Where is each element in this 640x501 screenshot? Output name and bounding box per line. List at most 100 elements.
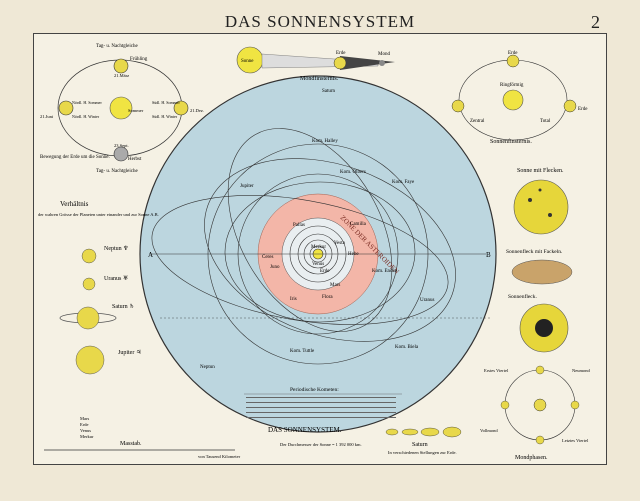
orbit-label-erde: Erde: [320, 269, 330, 274]
seasons-motion-caption: Bewegung der Erde um die Sonne.: [40, 155, 110, 160]
comet-label-tuttle: Kom. Tuttle: [290, 349, 315, 354]
saturn-rings-subcaption: In verschiedenen Stellungen zur Erde.: [388, 450, 457, 455]
orbit-label-ceres: Ceres: [262, 255, 273, 260]
saturn-label: Saturn ♄: [112, 303, 135, 310]
solar-earth-top-label: Erde: [508, 51, 518, 56]
uranus-label: Uranus ♅: [104, 275, 128, 282]
sunspot-faculae-image: [511, 259, 573, 285]
solar-earth-right-label: Erde: [578, 107, 588, 112]
seasons-summer: Sommer: [128, 108, 144, 113]
orbit-label-pallas: Pallas: [293, 223, 305, 228]
size-subheading: der wahren Grösse der Planeten unter ein…: [38, 212, 159, 217]
seasons-north-winter: Nördl. H. Sommer: [72, 100, 102, 105]
moon-phases-caption: Mondphasen.: [515, 455, 548, 461]
orbit-label-hebe: Hebe: [348, 252, 359, 257]
seasons-south-label: Südl. H. Sommer: [152, 100, 180, 105]
moon-full: Vollmond: [480, 428, 498, 433]
comet-footer-title: DAS SONNENSYSTEM.: [268, 426, 342, 434]
sun-with-spots: [513, 179, 569, 235]
seasons-south-winter: Südl. H. Winter: [152, 114, 178, 119]
jupiter-label: Jupiter ♃: [118, 349, 141, 356]
orbit-label-camilla: Camilla: [350, 222, 367, 227]
eclipse-earth: [333, 56, 347, 70]
moon-phase-1: [535, 365, 545, 375]
solar-sun: [502, 89, 524, 111]
axis-b-label: B: [486, 251, 491, 259]
moon-phases-earth: [533, 398, 547, 412]
comet-table-rows: [246, 397, 396, 418]
moon-last-quarter: Letztes Viertel: [562, 438, 589, 443]
lunar-eclipse-caption: Mondfinsternis.: [300, 75, 339, 82]
orbit-label-iris: Iris: [290, 297, 297, 302]
orbit-label-juno: Juno: [270, 265, 280, 270]
earth-left: [58, 100, 74, 116]
comet-label-biela: Kom. Biela: [395, 345, 419, 350]
moon-phase-4: [500, 400, 510, 410]
moon-first-quarter: Erstes Viertel: [484, 368, 509, 373]
comet-label-halley: Kom. Halley: [312, 139, 338, 144]
orbit-label-flora: Flora: [322, 295, 333, 300]
comet-label-olbers: Kom. Olbers: [340, 170, 366, 175]
earth-shadow: [340, 56, 395, 70]
orbit-label-mars: Mars: [330, 283, 340, 288]
moon-new: Neumond: [572, 368, 590, 373]
neptune-disc: [81, 248, 97, 264]
sunspot-1: [528, 198, 532, 202]
earth-autumn: [113, 146, 129, 162]
scale-unit: von Tausend Kilometer: [198, 454, 241, 459]
jupiter-disc: [75, 345, 105, 375]
seasons-spring-date: 21.März: [114, 73, 129, 78]
comet-label-faye: Kom. Faye: [392, 180, 415, 185]
size-heading: Verhältnis: [60, 200, 89, 208]
orbit-label-jupiter: Jupiter: [240, 184, 254, 189]
solar-total-label: Total: [540, 119, 551, 124]
solar-earth-left: [451, 99, 465, 113]
solar-eclipse-caption: Sonnenfinsternis.: [490, 138, 532, 145]
lunar-moon-label: Mond: [378, 52, 390, 57]
axis-a-label: A: [148, 251, 153, 259]
solar-central-label: Zentral: [470, 119, 485, 124]
planet-orbits: [151, 128, 456, 365]
seasons-autumn-date: 23.Sept.: [114, 143, 129, 148]
earth-spring: [113, 58, 129, 74]
seasons-autumn: Herbst: [128, 157, 142, 162]
scale-planet-merkur: Merkur: [80, 434, 94, 439]
orbit-label-neptun: Neptun: [200, 365, 215, 370]
page-title: DAS SONNENSYSTEM: [224, 12, 416, 31]
orbit-label-saturn: Saturn: [322, 89, 336, 94]
page-number: 2: [591, 12, 600, 32]
solar-earth-right: [563, 99, 577, 113]
seasons-north-summer: Nördl. H. Winter: [72, 114, 100, 119]
seasons-bottom-label: Tag- u. Nachtgleiche: [96, 169, 138, 174]
lunar-sun-label: Sonne: [241, 59, 254, 64]
saturn-ring-positions: [385, 426, 462, 438]
seasons-summer-date: 21.Juni: [40, 114, 54, 119]
uranus-disc: [82, 277, 96, 291]
scale-planet-mars: Mars: [80, 416, 89, 421]
sunspot-label: Sonnenfleck.: [508, 293, 537, 300]
scale-planet-erde: Erde: [80, 422, 89, 427]
seasons-winter-date: 21.Dez.: [190, 108, 204, 113]
scale-planet-venus: Venus: [80, 428, 91, 433]
scale-caption: Masstab.: [120, 441, 142, 447]
eclipse-moon: [379, 60, 385, 66]
sunspot-3: [538, 188, 542, 192]
solar-ring-label: Ringförmig: [500, 83, 524, 88]
solar-earth-top: [506, 54, 520, 68]
neptune-label: Neptun ♆: [104, 245, 129, 252]
sunspot-umbra: [535, 319, 553, 337]
orbit-label-merkur: Merkur: [311, 245, 326, 250]
seasons-top-label: Tag- u. Nachtgleiche: [96, 44, 138, 49]
orbit-label-venus: Venus: [312, 262, 324, 267]
lunar-earth-label: Erde: [336, 51, 346, 56]
sunspot-faculae-label: Sonnenfleck mit Fackeln.: [506, 248, 563, 255]
earth-right: [173, 100, 189, 116]
saturn-rings-caption: Saturn: [412, 442, 428, 448]
sunspot-2: [548, 213, 552, 217]
saturn-disc: [76, 306, 100, 330]
seasons-sun: [109, 96, 133, 120]
comet-label-encke: Kom. Encke: [372, 269, 398, 274]
moon-phase-2: [570, 400, 580, 410]
